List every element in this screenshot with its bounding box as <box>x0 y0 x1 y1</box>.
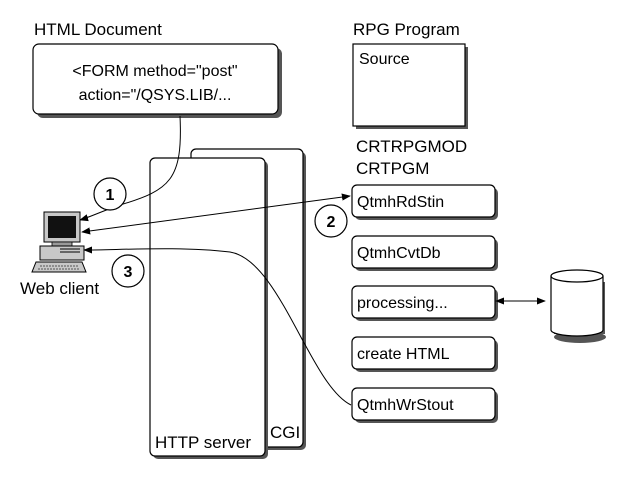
step-label: processing... <box>357 295 448 312</box>
source-box: Source <box>352 43 468 129</box>
cgi-label: CGI <box>270 423 300 442</box>
step-label: QtmhWrStout <box>357 397 454 414</box>
computer-icon <box>31 211 87 273</box>
http-server-label: HTTP server <box>155 433 251 452</box>
form-tag-line: <FORM method="post" <box>72 63 237 80</box>
rpg-program-title: RPG Program <box>353 20 460 39</box>
flow-line-2 <box>81 193 351 235</box>
step-number-3: 3 <box>111 254 145 288</box>
step-label: QtmhCvtDb <box>357 245 441 262</box>
form-action-line: action="/QSYS.LIB/... <box>79 87 232 104</box>
source-label: Source <box>359 51 410 68</box>
svg-text:2: 2 <box>327 214 336 231</box>
step-box-processing: processing... <box>351 285 498 321</box>
html-document-box: <FORM method="post" action="/QSYS.LIB/..… <box>32 43 282 118</box>
svg-text:3: 3 <box>124 264 133 281</box>
compile-command-crtpgm: CRTPGM <box>356 159 429 178</box>
http-server-panel: HTTP server <box>149 157 268 459</box>
svg-text:1: 1 <box>106 187 115 204</box>
step-number-2: 2 <box>314 204 348 238</box>
step-label: create HTML <box>357 346 450 363</box>
database-cylinder-icon <box>550 269 606 343</box>
step-box-qtmhrdstin: QtmhRdStin <box>351 184 498 220</box>
step-box-qtmhcvtdb: QtmhCvtDb <box>351 235 498 271</box>
step-label: QtmhRdStin <box>357 194 444 211</box>
web-client-label: Web client <box>20 279 99 298</box>
step-box-qtmhwrstout: QtmhWrStout <box>351 387 498 423</box>
flow-line-3 <box>83 246 352 406</box>
step-number-1: 1 <box>93 177 127 211</box>
step-box-create-html: create HTML <box>351 336 498 372</box>
html-document-title: HTML Document <box>34 20 162 39</box>
compile-command-crtrpgmod: CRTRPGMOD <box>356 137 467 156</box>
